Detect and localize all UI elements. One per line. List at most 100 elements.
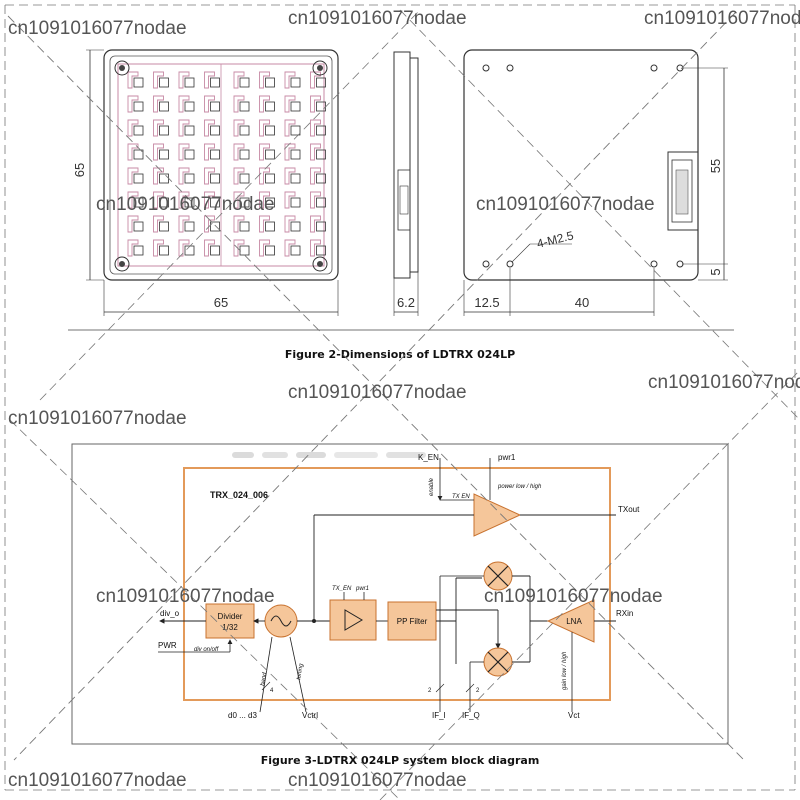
antenna-patch bbox=[204, 119, 215, 137]
dim-back-edge: 5 bbox=[708, 268, 723, 275]
faint-header bbox=[232, 452, 426, 458]
antenna-patch-element bbox=[265, 149, 275, 160]
antenna-patch-element bbox=[316, 221, 326, 232]
front-view: 65 65 bbox=[72, 49, 339, 316]
antenna-patch bbox=[233, 191, 245, 209]
watermark-text: cn1091016077nodae bbox=[484, 586, 663, 607]
antenna-patch bbox=[127, 191, 139, 209]
pp-filter-label: PP Filter bbox=[397, 617, 428, 626]
antenna-patch bbox=[153, 167, 164, 185]
antenna-patch-element bbox=[265, 245, 275, 256]
antenna-patch bbox=[204, 167, 215, 185]
antenna-patch-element bbox=[133, 149, 144, 160]
antenna-patch bbox=[178, 215, 190, 233]
port-if-i: IF_I bbox=[432, 711, 446, 720]
port-rxin: RXin bbox=[616, 609, 633, 618]
antenna-patch bbox=[127, 143, 139, 161]
module-border bbox=[183, 467, 611, 701]
antenna-patch bbox=[259, 167, 270, 185]
antenna-patch-element bbox=[133, 221, 144, 232]
antenna-patch-element bbox=[159, 245, 169, 256]
antenna-patch bbox=[259, 143, 270, 161]
antenna-patch-element bbox=[210, 101, 220, 112]
antenna-patch bbox=[153, 119, 164, 137]
label-tuning: tuning bbox=[296, 663, 305, 681]
antenna-patch-element bbox=[239, 77, 250, 88]
divider-label-2: 1/32 bbox=[222, 623, 238, 632]
antenna-patch-element bbox=[239, 125, 250, 136]
antenna-patch-element bbox=[290, 149, 301, 160]
antenna-patch bbox=[233, 119, 245, 137]
antenna-patch-element bbox=[159, 197, 169, 208]
divider-block bbox=[205, 603, 255, 639]
watermark-text: cn1091016077nodae bbox=[288, 8, 467, 29]
antenna-patch-element bbox=[239, 197, 250, 208]
antenna-patch bbox=[178, 95, 190, 113]
antenna-patch bbox=[127, 95, 139, 113]
dim-back-offset: 12.5 bbox=[474, 295, 499, 310]
dim-front-height: 65 bbox=[72, 163, 87, 177]
antenna-patch-element bbox=[239, 101, 250, 112]
antenna-patch bbox=[178, 143, 190, 161]
antenna-patch-element bbox=[316, 77, 326, 88]
antenna-patch bbox=[310, 95, 321, 113]
antenna-patch-element bbox=[184, 149, 195, 160]
antenna-patch bbox=[153, 95, 164, 113]
sine-icon bbox=[270, 615, 292, 627]
antenna-patch bbox=[178, 239, 190, 257]
antenna-patch bbox=[284, 119, 296, 137]
antenna-patch-element bbox=[210, 245, 220, 256]
bus-width-2b: 2 bbox=[476, 688, 480, 694]
antenna-patch-element bbox=[133, 77, 144, 88]
dim-front-width: 65 bbox=[214, 295, 228, 310]
antenna-patch bbox=[259, 95, 270, 113]
antenna-patch bbox=[310, 167, 321, 185]
antenna-patch bbox=[284, 239, 296, 257]
antenna-patch-element bbox=[290, 245, 301, 256]
antenna-patch bbox=[259, 215, 270, 233]
antenna-patch-element bbox=[159, 101, 169, 112]
watermark-overlay: cn1091016077nodae cn1091016077nodae cn10… bbox=[4, 4, 800, 800]
antenna-patch-element bbox=[290, 197, 301, 208]
antenna-patch bbox=[310, 239, 321, 257]
divider-label-1: Divider bbox=[218, 612, 243, 621]
antenna-patch bbox=[284, 71, 296, 89]
antenna-patch-element bbox=[184, 77, 195, 88]
port-pwr: PWR bbox=[158, 641, 177, 650]
antenna-patch-element bbox=[210, 197, 220, 208]
antenna-patch-element bbox=[133, 101, 144, 112]
antenna-patch bbox=[204, 71, 215, 89]
antenna-patch-element bbox=[184, 221, 195, 232]
antenna-patch-element bbox=[290, 77, 301, 88]
antenna-patch bbox=[204, 143, 215, 161]
antenna-patch-element bbox=[184, 101, 195, 112]
antenna-patch bbox=[284, 215, 296, 233]
antenna-patch bbox=[153, 143, 164, 161]
antenna-patch-element bbox=[239, 245, 250, 256]
pp-filter-block bbox=[387, 601, 437, 641]
antenna-patch bbox=[127, 239, 139, 257]
label-power-low-high: power low / high bbox=[497, 484, 542, 490]
antenna-patch bbox=[127, 119, 139, 137]
lna-label: LNA bbox=[566, 617, 582, 626]
figure3-caption: Figure 3-LDTRX 024LP system block diagra… bbox=[261, 754, 540, 767]
bus-width-2a: 2 bbox=[428, 688, 432, 694]
driver-amplifier bbox=[329, 599, 377, 641]
antenna-patch-element bbox=[316, 197, 326, 208]
antenna-patch-element bbox=[184, 197, 195, 208]
watermark-text: cn1091016077nodae bbox=[644, 8, 800, 29]
antenna-patch bbox=[233, 143, 245, 161]
port-k-en: K_EN bbox=[418, 453, 439, 462]
antenna-patch bbox=[178, 167, 190, 185]
antenna-patch-element bbox=[265, 101, 275, 112]
watermark-text: cn1091016077nodae bbox=[96, 194, 275, 215]
antenna-patch-element bbox=[239, 149, 250, 160]
antenna-patch-element bbox=[210, 221, 220, 232]
antenna-patch bbox=[259, 239, 270, 257]
antenna-patch-element bbox=[316, 125, 326, 136]
antenna-patch bbox=[204, 215, 215, 233]
antenna-patch bbox=[310, 143, 321, 161]
watermark-text: cn1091016077nodae bbox=[476, 194, 655, 215]
port-if-q: IF_Q bbox=[462, 711, 480, 720]
